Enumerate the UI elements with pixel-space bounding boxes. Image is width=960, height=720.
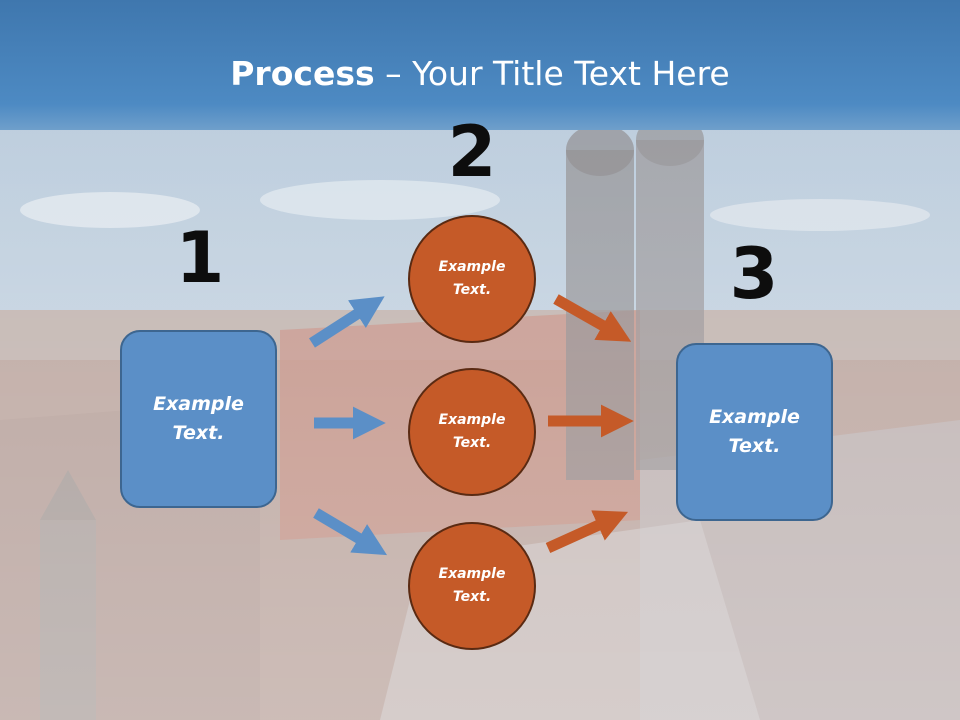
step-3-text: Example Text. (709, 406, 800, 457)
step-number-2: 2 (447, 111, 497, 193)
step-2-circle-top: Example Text. (408, 215, 536, 343)
circle-middle-text: Example Text. (438, 412, 506, 451)
arrow-1-to-bottom (313, 508, 388, 556)
arrow-1-to-top (309, 296, 385, 348)
arrow-top-to-3 (553, 294, 632, 342)
step-number-1: 1 (175, 217, 225, 299)
step-1-text: Example Text. (153, 393, 244, 444)
step-2-circle-bottom: Example Text. (408, 522, 536, 650)
title-rest: – Your Title Text Here (374, 54, 730, 93)
arrow-bottom-to-3 (545, 510, 629, 554)
slide-title: Process – Your Title Text Here (0, 52, 960, 96)
circle-top-text: Example Text. (438, 259, 506, 298)
step-3-box: Example Text. (676, 343, 833, 521)
circle-bottom-text: Example Text. (438, 566, 506, 605)
step-2-circle-middle: Example Text. (408, 368, 536, 496)
title-bold: Process (230, 54, 375, 93)
step-1-box: Example Text. (120, 330, 277, 508)
step-number-3: 3 (729, 233, 779, 315)
